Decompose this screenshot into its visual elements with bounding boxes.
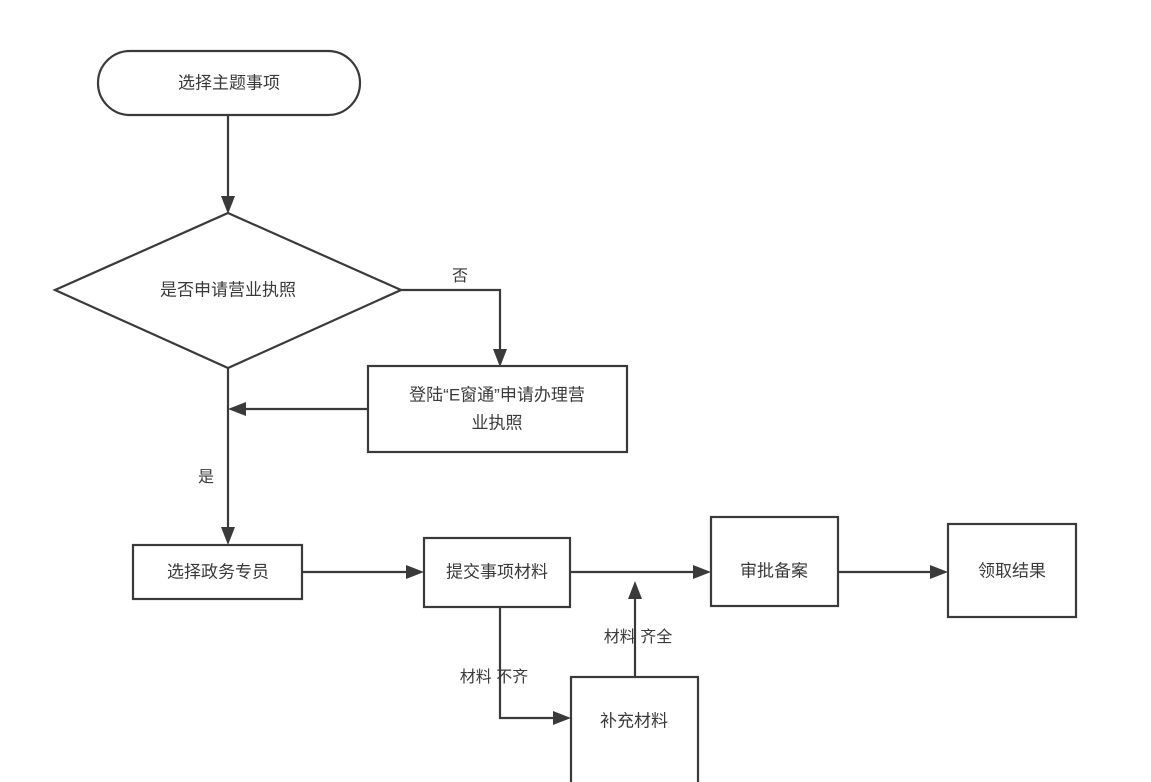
node-approval-shape xyxy=(709,515,840,608)
node-supplement[interactable]: 补充材料 xyxy=(569,675,700,782)
edge-start-to-decision xyxy=(221,113,235,214)
arrow-head-icon xyxy=(228,402,246,416)
arrow-head-icon xyxy=(221,527,235,545)
arrow-head-icon xyxy=(406,565,424,579)
edge-label-materials-incomplete: 材料 不齐 xyxy=(460,668,528,686)
edge-label-decision-no: 否 xyxy=(452,268,468,285)
edge-submit-to-supplement xyxy=(498,605,571,725)
arrow-head-icon xyxy=(628,581,642,599)
arrow-head-icon xyxy=(553,711,571,725)
edge-label-decision-yes: 是 xyxy=(198,469,214,486)
node-start-label: 选择主题事项 xyxy=(178,73,280,92)
node-submit-shape xyxy=(422,536,572,609)
node-echuangtong-shape xyxy=(366,364,629,454)
edge-submit-to-approval xyxy=(568,565,711,579)
node-result-shape xyxy=(946,522,1078,619)
edge-decision-no-to-echuangtong xyxy=(399,288,507,367)
node-submit-label: 提交事项材料 xyxy=(446,562,548,581)
arrow-head-icon xyxy=(693,565,711,579)
arrow-head-icon xyxy=(221,196,235,214)
node-start[interactable]: 选择主题事项 xyxy=(96,49,362,117)
node-specialist-label: 选择政务专员 xyxy=(167,562,269,581)
node-echuangtong-label-line2: 业执照 xyxy=(472,413,523,432)
node-decision[interactable]: 是否申请营业执照 xyxy=(52,211,404,370)
node-echuangtong[interactable]: 登陆“E窗通”申请办理营 业执照 xyxy=(366,364,629,454)
node-decision-shape xyxy=(52,211,404,370)
node-decision-label: 是否申请营业执照 xyxy=(160,280,296,299)
edge-echuangtong-to-main-line xyxy=(228,402,370,416)
edge-supplement-to-approval-line xyxy=(628,581,642,679)
edge-label-materials-complete: 材料 齐全 xyxy=(604,628,672,646)
node-specialist[interactable]: 选择政务专员 xyxy=(131,543,304,601)
node-start-shape xyxy=(96,49,362,117)
node-result[interactable]: 领取结果 xyxy=(946,522,1078,619)
node-approval[interactable]: 审批备案 xyxy=(709,515,840,608)
node-specialist-shape xyxy=(131,543,304,601)
node-submit[interactable]: 提交事项材料 xyxy=(422,536,572,609)
node-supplement-label: 补充材料 xyxy=(600,711,668,730)
edge-specialist-to-submit xyxy=(300,565,424,579)
edge-decision-yes-to-specialist xyxy=(221,366,235,545)
node-result-label: 领取结果 xyxy=(978,561,1046,580)
node-supplement-shape xyxy=(569,675,700,782)
node-approval-label: 审批备案 xyxy=(740,561,808,580)
edge-approval-to-result xyxy=(836,565,948,579)
node-echuangtong-label-line1: 登陆“E窗通”申请办理营 xyxy=(409,385,585,404)
arrow-head-icon xyxy=(930,565,948,579)
arrow-head-icon xyxy=(493,349,507,367)
